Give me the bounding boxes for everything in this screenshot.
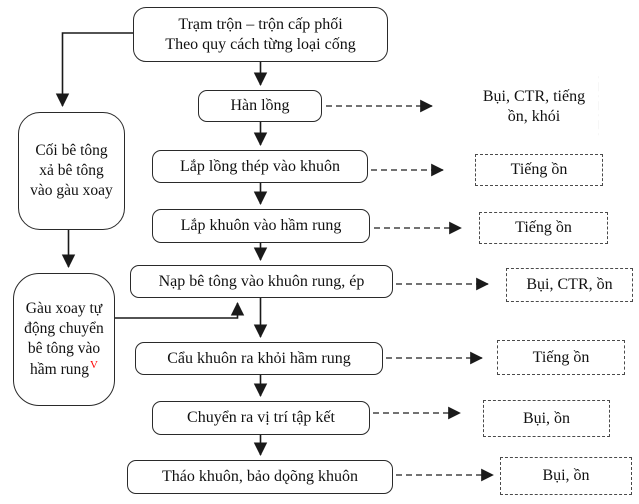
impact-box-move-label: Bụi, ồn [522,409,571,427]
impact-box-demold-label: Bụi, ồn [542,467,590,484]
step-install-mold-in-vibrator: Lắp khuôn vào hầm rung [152,209,370,243]
node-mixer-discharge-label: Cối bê tông xả bê tông vào gàu xoay [30,141,113,200]
step-demold-maintain: Tháo khuôn, bảo dǫõng khuôn [127,460,393,494]
impact-box-mold-label: Tiếng ồn [515,219,572,236]
flow-arrow-bucket-to-fill [115,302,245,319]
step-move-to-yard-label: Chuyển ra vị trí tập kết [187,409,335,427]
impact-box-mold: Tiếng ồn [479,212,608,244]
step-install-cage-in-mold: Lắp lồng thép vào khuôn [152,150,368,183]
impact-box-weld-label: Bụi, CTR, tiếng ồn, khói [482,87,586,125]
impact-box-lift: Tiếng ồn [497,340,625,375]
impact-box-cage-label: Tiếng ồn [510,161,568,178]
flow-arrow-source-to-mixer [55,32,133,107]
step-install-cage-label: Lắp lồng thép vào khuôn [180,157,340,175]
step-weld-cage: Hàn lồng [198,90,322,122]
impact-box-demold: Bụi, ồn [500,457,632,495]
impact-box-cage: Tiếng ồn [475,154,603,186]
step-lift-mold-label: Cẩu khuôn ra khỏi hầm rung [167,349,351,367]
step-install-mold-label: Lắp khuôn vào hầm rung [180,217,342,235]
step-demold-label: Tháo khuôn, bảo dǫõng khuôn [162,468,358,486]
impact-box-move: Bụi, ồn [483,400,610,437]
revision-mark: V [90,358,98,371]
node-rotary-bucket-label: Gàu xoay tự động chuyển bê tông vào hầm … [22,299,106,380]
node-rotary-bucket-text: Gàu xoay tự động chuyển bê tông vào hầm … [24,300,104,378]
step-weld-cage-label: Hàn lồng [230,97,290,115]
impact-box-fill-label: Bụi, CTR, ồn [526,276,613,293]
node-mixer-discharge: Cối bê tông xả bê tông vào gàu xoay [18,112,125,230]
step-fill-concrete-label: Nạp bê tông vào khuôn rung, ép [158,272,365,290]
step-move-to-yard: Chuyển ra vị trí tập kết [152,401,370,435]
impact-box-fill: Bụi, CTR, ồn [506,268,633,302]
impact-box-weld: Bụi, CTR, tiếng ồn, khói [470,75,598,138]
node-rotary-bucket: Gàu xoay tự động chuyển bê tông vào hầm … [13,273,115,406]
node-batching-station-line1: Trạm trộn – trộn cấp phối [178,15,343,33]
step-fill-concrete: Nạp bê tông vào khuôn rung, ép [130,265,393,298]
node-batching-station: Trạm trộn – trộn cấp phối Theo quy cách … [133,7,388,62]
step-lift-mold-out: Cẩu khuôn ra khỏi hầm rung [135,342,383,375]
impact-box-lift-label: Tiếng ồn [532,348,590,366]
node-batching-station-line2: Theo quy cách từng loại cống [165,35,356,53]
